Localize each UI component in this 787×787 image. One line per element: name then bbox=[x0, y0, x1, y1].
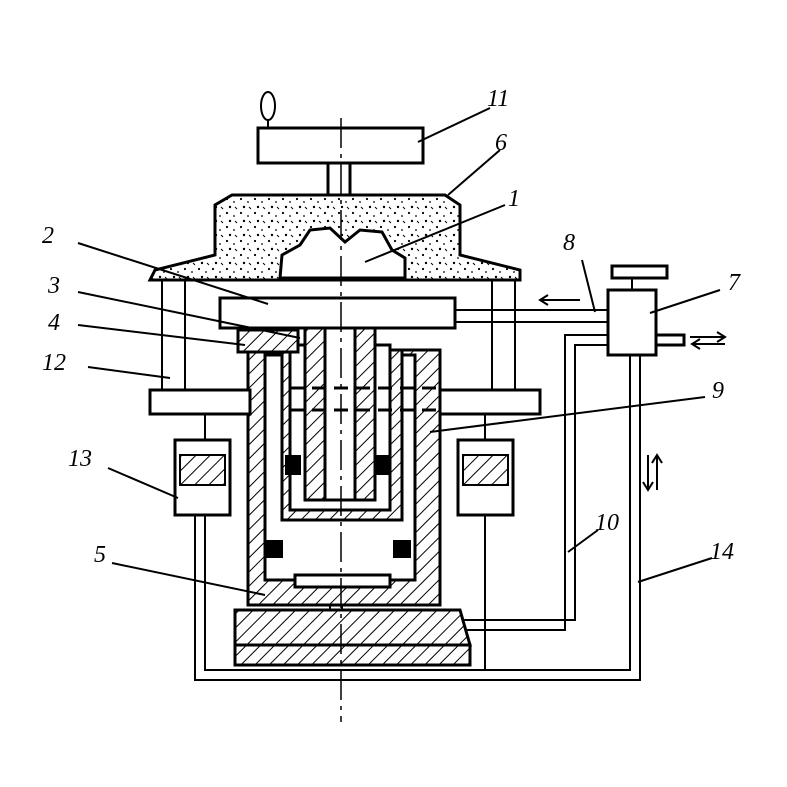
lower-platen-left bbox=[148, 388, 252, 416]
control-valve bbox=[606, 288, 658, 357]
air-pipe bbox=[455, 309, 608, 323]
base-pad bbox=[293, 573, 392, 589]
label-8: 8 bbox=[563, 230, 575, 256]
flow-arrow-out bbox=[690, 331, 727, 350]
seal-right bbox=[375, 455, 391, 475]
leader-lines bbox=[77, 107, 721, 596]
base-casting bbox=[233, 608, 472, 647]
bottom-plate bbox=[233, 643, 472, 667]
piston-core bbox=[323, 313, 357, 502]
label-13: 13 bbox=[68, 446, 92, 472]
label-9: 9 bbox=[712, 378, 724, 404]
valve-outlet bbox=[654, 333, 686, 347]
spring-right bbox=[456, 438, 515, 517]
label-5: 5 bbox=[94, 542, 106, 568]
handle-ring bbox=[260, 91, 276, 121]
return-pipe bbox=[194, 355, 641, 681]
seal-lower-right bbox=[393, 540, 411, 558]
flow-arrow-8 bbox=[538, 294, 580, 306]
valve-cap bbox=[610, 264, 669, 280]
mould-plate bbox=[236, 328, 300, 354]
label-4: 4 bbox=[48, 310, 60, 336]
label-12: 12 bbox=[42, 350, 66, 376]
label-14: 14 bbox=[710, 539, 734, 565]
label-1: 1 bbox=[508, 186, 520, 212]
label-7: 7 bbox=[728, 270, 741, 296]
label-10: 10 bbox=[595, 510, 619, 536]
seal-lower-left bbox=[265, 540, 283, 558]
lower-platen-right bbox=[438, 388, 542, 416]
label-6: 6 bbox=[495, 130, 507, 156]
flow-arrow-vertical bbox=[642, 453, 663, 492]
seal-left bbox=[285, 455, 301, 475]
squeeze-column bbox=[326, 161, 352, 197]
label-2: 2 bbox=[42, 223, 54, 249]
label-11: 11 bbox=[487, 86, 509, 112]
spring-left bbox=[173, 438, 232, 517]
label-3: 3 bbox=[47, 273, 60, 299]
clamp-block bbox=[218, 296, 457, 330]
pattern bbox=[278, 226, 407, 280]
